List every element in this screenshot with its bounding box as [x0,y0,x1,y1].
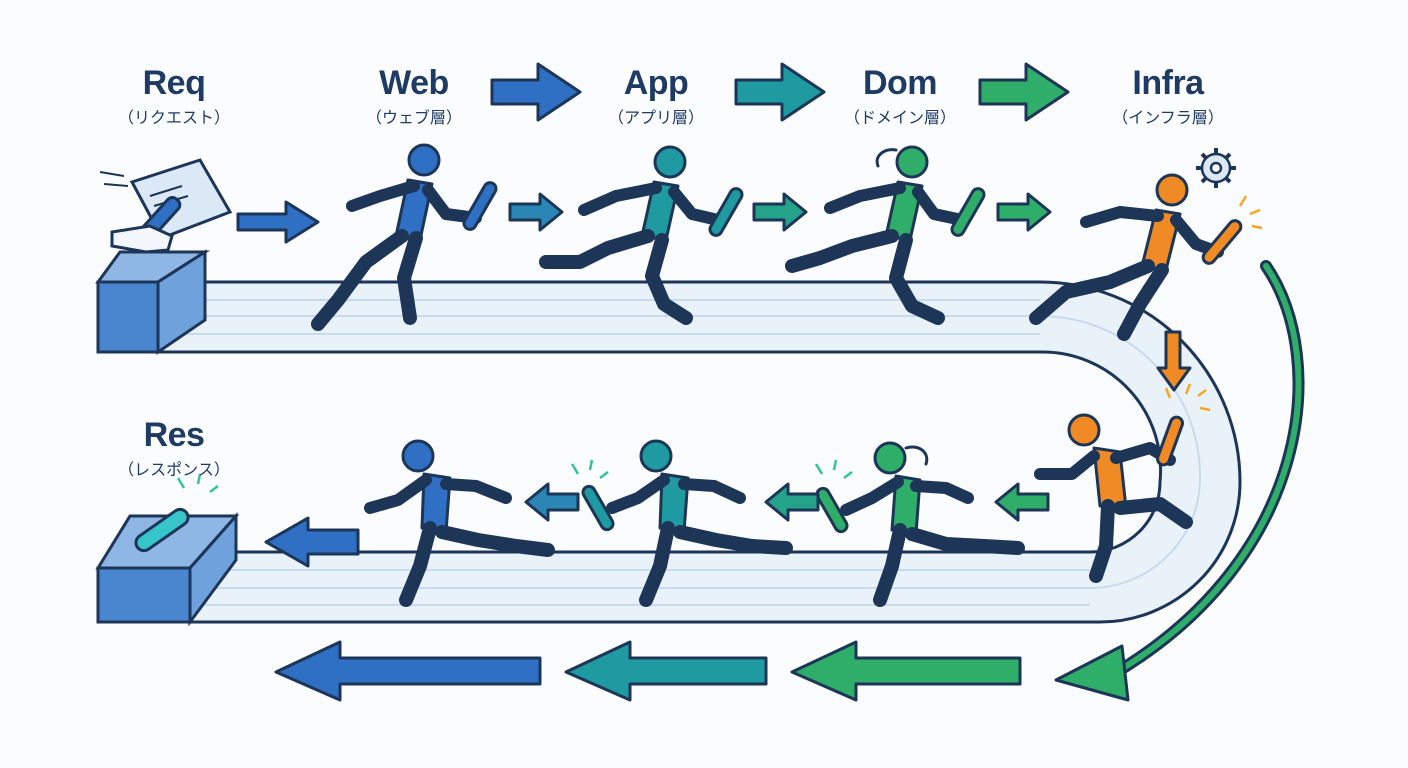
stage-subtitle: （アプリ層） [607,108,705,127]
sparkle-icons-green [176,459,853,493]
bottom-arrows [274,640,1022,702]
end-block [95,507,240,627]
runner-infra [1029,173,1243,341]
document-icon [99,158,233,240]
runner-web [311,143,498,331]
header-arrows [490,62,1070,122]
sparkle-icons [1164,195,1263,412]
stage-subtitle: （リクエスト） [117,108,231,127]
stage-label-web: Web （ウェブ層） [366,64,462,128]
runner-app-return [581,439,793,607]
stage-title: Infra [1132,64,1204,102]
runner-app [539,145,744,325]
start-block [95,249,211,355]
stage-label-app: App （アプリ層） [608,64,704,128]
stage-title: Web [379,64,449,102]
stage-title: App [623,64,689,102]
arrow-right-icon [236,192,1052,244]
stage-subtitle: （ウェブ層） [365,108,463,127]
runner-dom-return [815,441,1025,607]
stage-title: Dom [862,64,938,102]
stage-subtitle: （ドメイン層） [843,108,957,127]
response-title: Res [143,416,205,454]
arrow-down-icon [1156,330,1192,392]
response-subtitle: （レスポンス） [118,460,230,479]
stage-title: Req [142,64,206,102]
arrow-left-icon [264,482,1050,568]
runner-infra-return [1034,413,1193,583]
track [156,280,1242,624]
gear-icon [1196,148,1236,188]
runner-dom [785,145,986,325]
runner-web-return [364,439,555,607]
stage-label-dom: Dom （ドメイン層） [844,64,956,128]
hand [110,224,174,254]
stage-subtitle: （インフラ層） [1112,108,1224,127]
response-label: Res （レスポンス） [118,416,230,480]
stage-label-infra: Infra （インフラ層） [1112,64,1224,128]
return-arrow-icon [1054,260,1305,702]
stage-label-req: Req （リクエスト） [118,64,230,128]
